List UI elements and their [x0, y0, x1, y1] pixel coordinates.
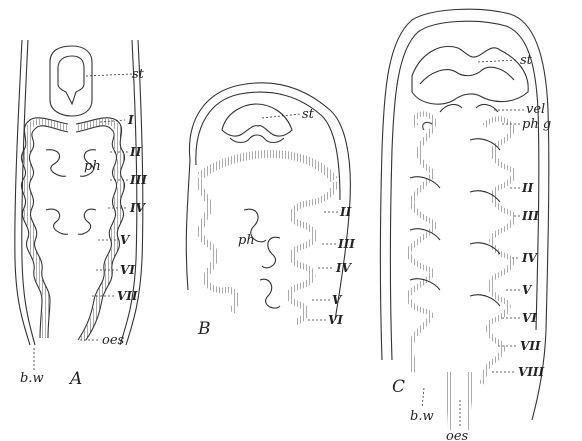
panel-b-arch-V: V [332, 293, 343, 307]
panel-a-arch-V: V [120, 233, 131, 247]
panel-b-letter: B [197, 319, 211, 339]
panel-a-oes-label: oes [102, 333, 125, 348]
panel-b [186, 83, 350, 322]
panel-c-arch-II: II [521, 181, 534, 195]
panel-a-ph-label: ph [84, 159, 101, 174]
panel-b-stomodeum [222, 104, 292, 136]
panel-b-arch-VI: VI [328, 313, 343, 327]
panel-a-arch-II: II [129, 145, 142, 159]
panel-a-pharynx-left [25, 122, 68, 338]
panel-a-arch-I: I [127, 113, 134, 127]
panel-c-velum [440, 105, 498, 112]
panel-c-arch-V: V [522, 283, 533, 297]
panel-a-st-label: st [132, 67, 145, 82]
panel-c-arch-VII: VII [520, 339, 541, 353]
panel-b-arch-IV: IV [335, 261, 353, 275]
panel-c-bw-label: b.w [410, 409, 434, 424]
panel-c-arch-III: III [521, 209, 539, 223]
panel-c-vel-label: vel [526, 102, 545, 117]
panel-c-phg-label: ph g [522, 117, 551, 132]
panel-b-pharynx-roof [200, 154, 334, 180]
panel-b-arch-II: II [339, 205, 352, 219]
panel-b-pharynx-right [289, 182, 334, 322]
panel-c-arch-IV: IV [521, 251, 539, 265]
panel-c-arch-VI: VI [522, 311, 537, 325]
panel-c-arch-VIII: VIII [518, 365, 545, 379]
panel-b-pharynx-left [199, 178, 235, 312]
panel-c-oes-label: oes [446, 429, 469, 441]
panel-a-pharynx-right [76, 122, 121, 340]
panel-b-ph-label: ph [238, 233, 255, 248]
panel-c-letter: C [392, 377, 405, 397]
panel-c-st-label: st [520, 53, 533, 68]
panel-c-pharynx-left [408, 114, 433, 372]
panel-a-bw-label: b.w [20, 371, 44, 386]
panel-a-arch-III: III [129, 173, 147, 187]
panel-a-arch-VII: VII [117, 289, 138, 303]
panel-b-arch-III: III [337, 237, 355, 251]
panel-a-arch-IV: IV [129, 201, 147, 215]
panel-a-letter: A [68, 369, 82, 389]
panel-a-arch-VI: VI [120, 263, 135, 277]
panel-b-st-label: st [302, 107, 315, 122]
panel-c-oesophagus [448, 372, 470, 430]
panel-a [15, 40, 143, 370]
panel-b-outer-wall [189, 83, 350, 320]
